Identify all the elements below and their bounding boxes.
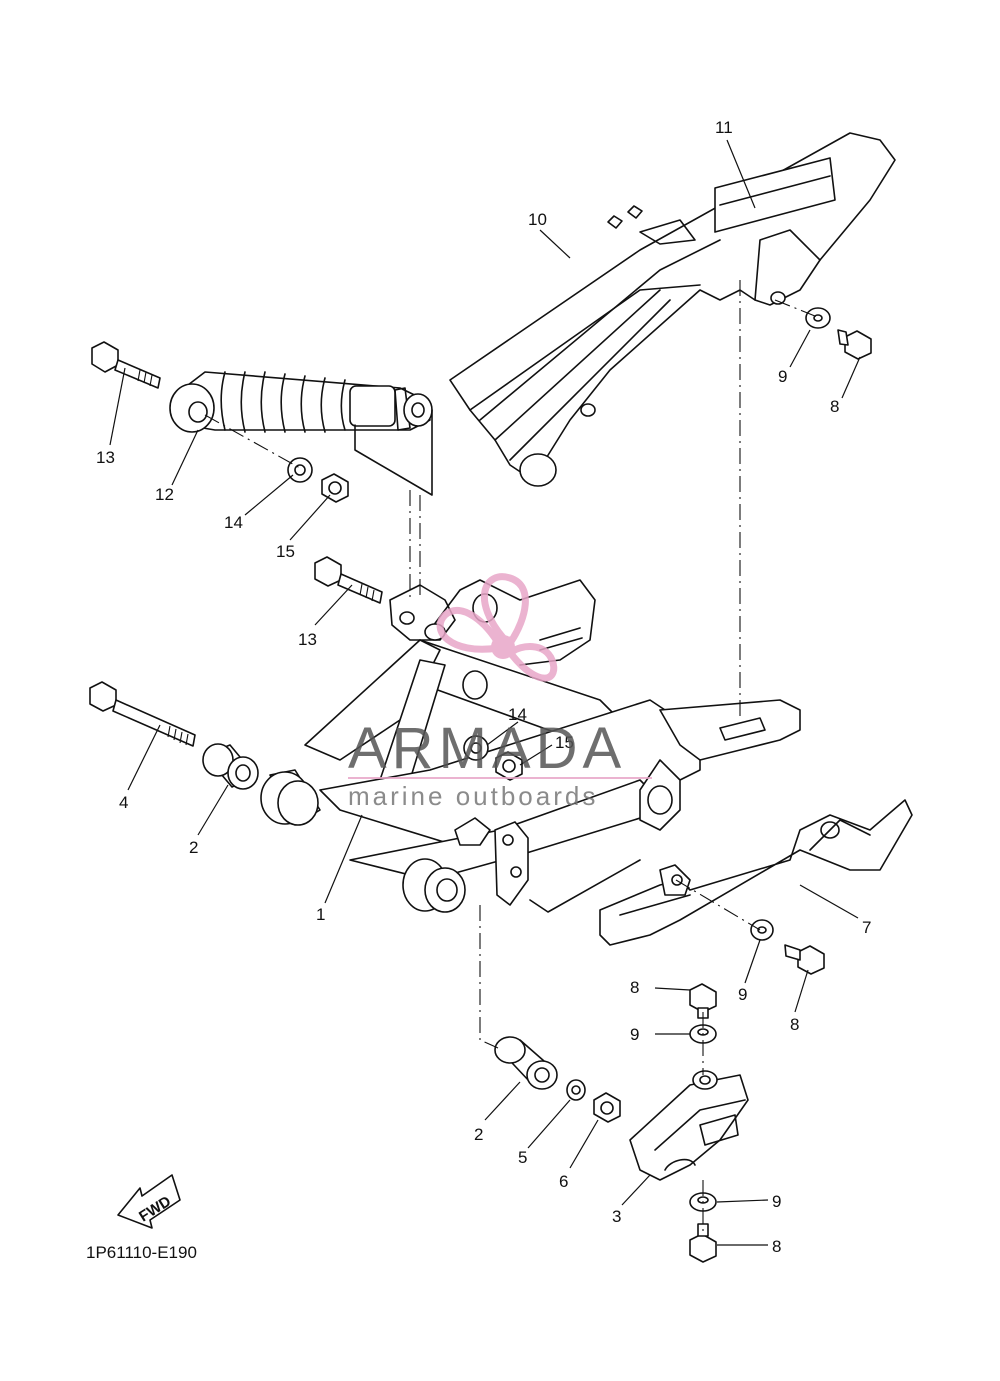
watermark-tagline: marine outboards	[348, 781, 598, 811]
callout-14-a: 14	[224, 513, 243, 532]
washer-9-top-right	[805, 307, 831, 329]
callout-11: 11	[715, 118, 733, 137]
callout-8-d: 8	[772, 1237, 781, 1256]
nut-6	[593, 1092, 621, 1123]
washer-9-right	[750, 919, 774, 941]
callout-3: 3	[612, 1207, 621, 1226]
bolt-13-upper	[91, 341, 161, 389]
callout-14-b: 14	[508, 705, 527, 724]
callout-9-a: 9	[778, 367, 787, 386]
assembly-lines	[204, 280, 821, 1235]
callout-7: 7	[862, 918, 871, 937]
callout-10: 10	[528, 210, 547, 229]
callout-8-a: 8	[830, 397, 839, 416]
bolt-13-lower	[314, 556, 383, 604]
callout-8-c: 8	[790, 1015, 799, 1034]
nut-15-lower	[495, 751, 523, 781]
bushing-2-lower	[494, 1036, 558, 1090]
callout-2-a: 2	[189, 838, 198, 857]
callout-15-a: 15	[276, 542, 295, 561]
washer-5	[566, 1079, 586, 1101]
leader-lines	[109, 139, 861, 1246]
propeller-logo-icon	[436, 573, 558, 682]
pivot-collar-right	[402, 858, 466, 913]
callout-numbers: 11 10 9 8 13 12 14 15 13 14 15 4 2 1 7 8…	[96, 118, 871, 1256]
forward-arrow-icon: FWD	[117, 1174, 181, 1229]
callout-15-b: 15	[555, 733, 574, 752]
bolt-8-top-right	[837, 329, 872, 360]
bolt-8-right	[784, 944, 825, 975]
callout-5: 5	[518, 1148, 527, 1167]
pivot-bolt-4	[89, 681, 196, 747]
callout-6: 6	[559, 1172, 568, 1191]
watermark-brand: ARMADA	[348, 716, 626, 781]
washer-14-lower	[463, 735, 489, 761]
rear-shock-absorber	[169, 371, 433, 496]
callout-4: 4	[119, 793, 128, 812]
callout-2-b: 2	[474, 1125, 483, 1144]
callout-13-a: 13	[96, 448, 115, 467]
callout-9-c: 9	[630, 1025, 639, 1044]
callout-9-d: 9	[772, 1192, 781, 1211]
callout-1: 1	[316, 905, 325, 924]
callout-12: 12	[155, 485, 174, 504]
chain-guide-3	[629, 1070, 749, 1181]
callout-13-b: 13	[298, 630, 317, 649]
pivot-collar-left	[260, 769, 321, 826]
washer-14-upper	[287, 457, 313, 483]
bushing-2-upper	[202, 743, 259, 790]
nut-15-upper	[321, 473, 349, 503]
chain-guard	[449, 132, 896, 487]
diagram-code: 1P61110-E190	[86, 1243, 197, 1262]
callout-8-b: 8	[630, 978, 639, 997]
callout-9-b: 9	[738, 985, 747, 1004]
chain-protector-7	[599, 799, 913, 946]
watermark: ARMADA marine outboards	[348, 573, 652, 811]
